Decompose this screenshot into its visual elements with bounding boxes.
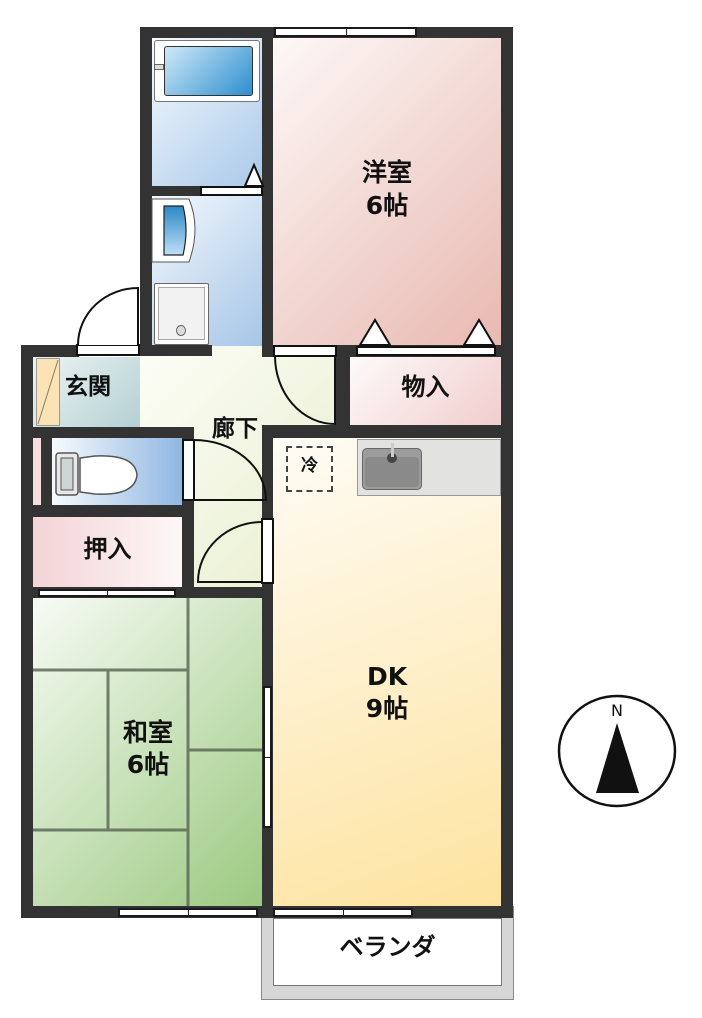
toilet-bowl (55, 452, 138, 496)
wash-basin (151, 198, 196, 263)
shoe-cabinet-diagonal (37, 359, 59, 425)
japanese-room (33, 598, 262, 906)
western-room-door[interactable] (273, 345, 337, 426)
window-western-room (274, 27, 417, 37)
entrance-label: 玄関 (65, 374, 111, 400)
refrigerator-space (286, 446, 333, 492)
hallway-upper (152, 346, 348, 426)
wall (21, 505, 194, 517)
faucet-icon (387, 453, 397, 463)
dining-kitchen-name: DK (366, 662, 408, 691)
wall (21, 345, 79, 357)
closet-label: 押入 (83, 535, 132, 563)
japanese-room-size: 6帖 (126, 750, 170, 779)
japanese-room-name: 和室 (122, 718, 173, 747)
toilet-door[interactable] (182, 438, 268, 502)
wall (262, 425, 273, 918)
north-compass-icon (557, 694, 677, 808)
dining-kitchen (273, 438, 501, 906)
window-dining-kitchen (273, 908, 413, 917)
western-closet-door[interactable] (356, 346, 496, 356)
dining-kitchen-door[interactable] (196, 518, 274, 584)
dining-kitchen-size: 9帖 (365, 694, 409, 723)
toilet-side-strip (33, 438, 41, 505)
western-room-name: 洋室 (361, 158, 412, 187)
closet-door-marker-icon (462, 318, 496, 346)
window-closet (38, 589, 176, 597)
bathtub-basin (164, 46, 253, 96)
western-room-size: 6帖 (365, 191, 409, 220)
sliding-door-japanese-room[interactable] (263, 686, 272, 828)
drain-icon (176, 325, 186, 336)
bath-door[interactable] (200, 186, 263, 196)
wall (152, 186, 202, 196)
refrigerator-label: 冷 (301, 456, 318, 476)
entrance-door[interactable] (76, 284, 140, 356)
wall (336, 345, 350, 438)
wall (21, 427, 194, 438)
compass-north-label: N (611, 701, 623, 720)
wall (262, 27, 273, 357)
faucet-spout (391, 443, 394, 457)
bath-door-marker-icon (243, 162, 265, 187)
wall (262, 425, 513, 438)
wall (41, 438, 52, 505)
tatami-lines (33, 598, 262, 906)
faucet-icon (154, 64, 164, 70)
wall (21, 345, 33, 918)
wall (501, 27, 513, 918)
wall (140, 345, 212, 356)
storage-label: 物入 (401, 373, 450, 401)
balcony-floor (273, 918, 502, 986)
window-japanese-room (118, 908, 258, 917)
wall (140, 27, 152, 356)
storage (350, 357, 501, 425)
closet-door-marker-icon (358, 318, 392, 346)
closet (33, 517, 182, 588)
hallway-label: 廊下 (212, 416, 258, 442)
balcony-label: ベランダ (339, 933, 436, 961)
western-room (273, 38, 501, 345)
wall (21, 906, 513, 918)
